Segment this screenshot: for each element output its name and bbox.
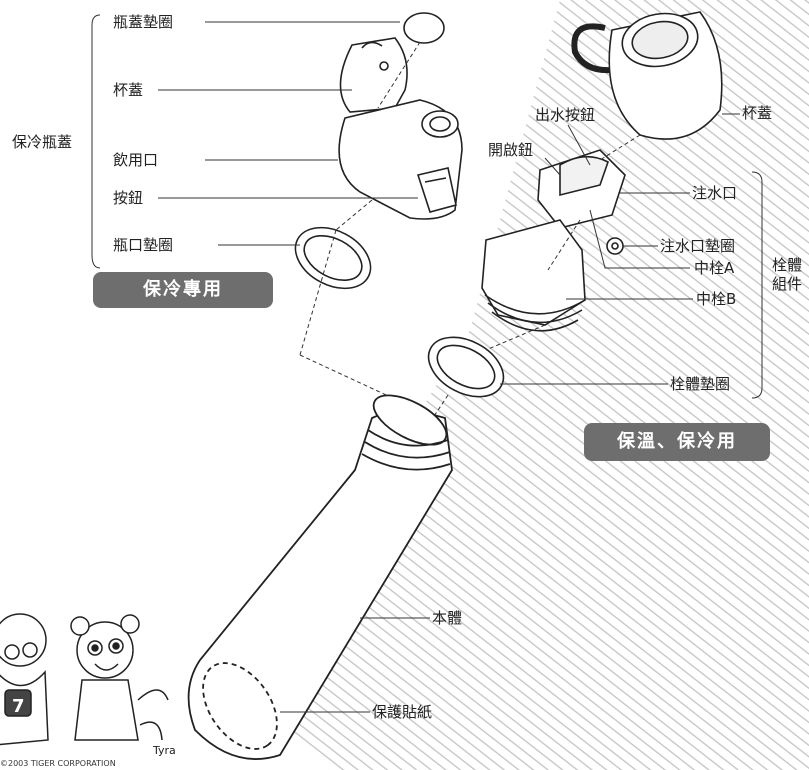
- button-part: [416, 167, 457, 213]
- label-spout-gasket: 注水口墊圈: [660, 237, 736, 255]
- label-pour-button: 出水按鈕: [535, 106, 596, 124]
- label-body: 本體: [432, 609, 463, 627]
- stopper-illustration: [427, 11, 723, 398]
- leader-lines: [91, 14, 763, 713]
- group-label-stopper-set: 栓體組件: [772, 256, 803, 293]
- label-spout: 注水口: [692, 184, 738, 202]
- label-cup-lid-left: 杯蓋: [113, 81, 144, 99]
- sticker-part: [202, 662, 278, 750]
- tag-hot-cold: 保溫、保冷用: [584, 423, 770, 461]
- mascot-name: Tyra: [153, 744, 176, 757]
- lid-pad-part: [403, 12, 445, 44]
- flip-lid-part: [339, 37, 408, 113]
- cold-lid-illustration: [294, 12, 463, 290]
- cup-lid-part: [571, 23, 613, 74]
- label-cup-lid-right: 杯蓋: [742, 104, 773, 122]
- tiger-mascots: 7: [0, 613, 169, 746]
- middle-stopper-part: [481, 219, 586, 326]
- tag-cold-only: 保冷專用: [93, 272, 273, 308]
- label-button: 按鈕: [113, 189, 144, 207]
- bottle-body-illustration: [187, 394, 453, 760]
- svg-text:7: 7: [12, 696, 25, 717]
- label-open-button: 開啟鈕: [488, 141, 534, 159]
- label-middle-a: 中栓A: [694, 259, 735, 277]
- copyright-text: ©2003 TIGER CORPORATION: [0, 759, 116, 768]
- group-label-cold-lid: 保冷瓶蓋: [12, 133, 73, 151]
- label-middle-b: 中栓B: [696, 290, 737, 308]
- assembly-lines-right: [424, 134, 641, 431]
- label-stopper-gasket: 栓體墊圈: [670, 375, 731, 393]
- label-mouth: 飲用口: [113, 151, 159, 169]
- label-lid-pad: 瓶蓋墊圈: [113, 13, 174, 31]
- label-sticker: 保護貼紙: [372, 703, 433, 721]
- label-bottle-gasket: 瓶口墊圈: [113, 236, 174, 254]
